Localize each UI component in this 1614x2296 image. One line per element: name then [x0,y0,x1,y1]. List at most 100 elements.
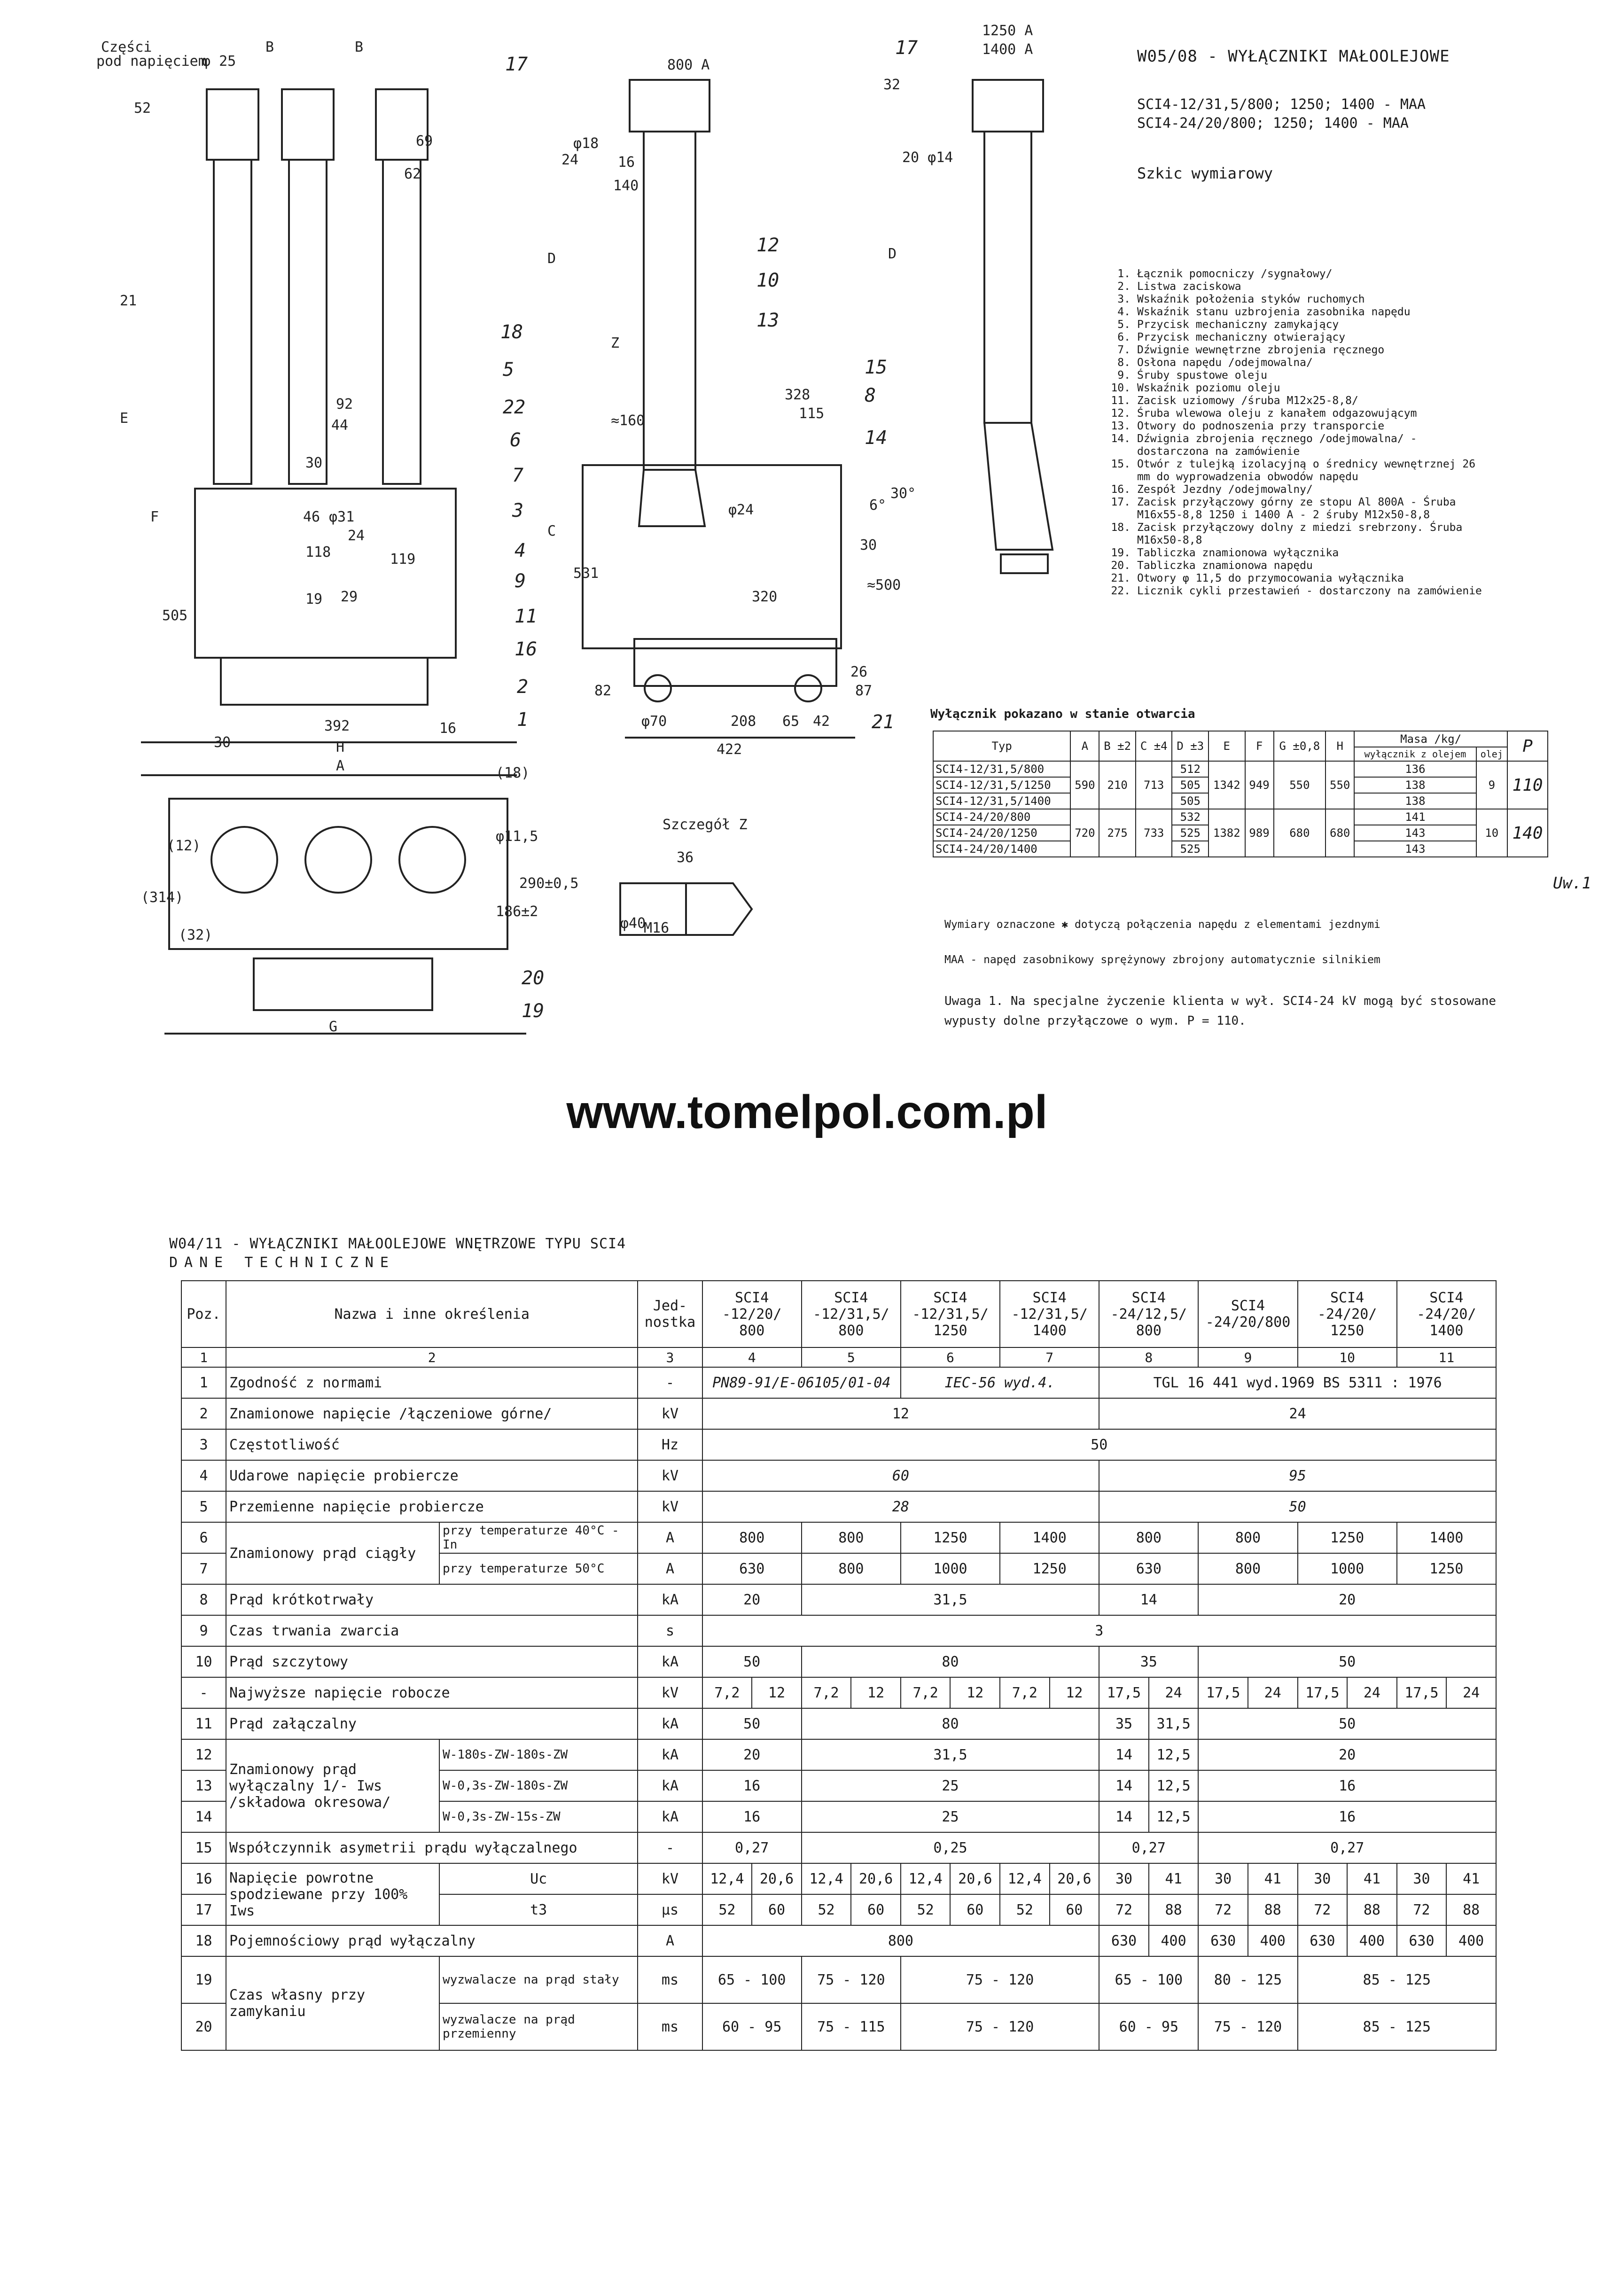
poz: 7 [180,1553,227,1585]
label-1400A: 1400 A [982,41,1033,58]
value: 52 [999,1894,1050,1926]
legend-item-number: 3. [1117,293,1131,305]
typ-cell: SCI4-24/20/1400 [932,841,1071,857]
label-d12: (12) [167,838,201,854]
value: 12,4 [801,1863,852,1895]
unit: - [637,1367,703,1399]
value: 0,27 [1099,1832,1199,1864]
cell-F: 949 [1244,761,1274,809]
label-d30c: 30° [890,485,916,502]
value: 7,2 [801,1677,852,1709]
legend-item-text: Otwory φ 11,5 do przymocowania wyłącznik… [1137,572,1404,584]
row-name: Współczynnik asymetrii prądu wyłączalneg… [226,1832,639,1864]
label-phi31: φ31 [329,509,354,525]
value: 65 - 100 [1099,1956,1199,2004]
note-ref: Uw.1 [1553,874,1591,893]
label-d30d: 30 [860,537,877,553]
row-subname: przy temperaturze 40°C - In [439,1522,639,1554]
value: 80 [801,1708,1100,1740]
value: 800 [801,1522,901,1554]
legend-item-number: 15. [1111,458,1131,470]
label-d140: 140 [613,178,639,194]
value: 41 [1247,1863,1298,1895]
poz: - [180,1677,227,1709]
value: 50 [1198,1646,1497,1678]
value: 12,4 [702,1863,753,1895]
value: 630 [1099,1553,1199,1585]
unit: A [637,1522,703,1554]
header-P: P [1507,731,1548,762]
row-name: Najwyższe napięcie robocze [226,1677,639,1709]
legend-item-text: Licznik cykli przestawień - dostarczony … [1137,585,1482,597]
legend-item-text: Zacisk przyłączowy górny ze stopu Al 800… [1137,496,1456,521]
poz: 10 [180,1646,227,1678]
value: 60 [950,1894,1001,1926]
value: 400 [1247,1925,1298,1957]
value: 50 [1099,1491,1497,1523]
col-number: 2 [226,1347,639,1368]
value: 95 [1099,1460,1497,1492]
value: 16 [702,1801,802,1833]
label-d32b: 32 [883,77,900,93]
value: 12 [1049,1677,1100,1709]
value: 75 - 115 [801,2003,901,2051]
value: 800 [702,1925,1100,1957]
legend-item: 6.Przycisk mechaniczny otwierający [1109,331,1494,344]
value: 80 [801,1646,1100,1678]
label-H: H [336,739,344,755]
value: 12 [950,1677,1001,1709]
value: 12,4 [999,1863,1050,1895]
label-szczegol: Szczegół Z [663,817,748,833]
note-dimensions: Wymiary oznaczone ✱ dotyczą połączenia n… [944,918,1380,931]
legend-item: 22.Licznik cykli przestawień - dostarczo… [1109,585,1494,598]
legend-item-text: Wskaźnik poziomu oleju [1137,382,1280,394]
label-d115: 115 [799,405,824,422]
value: 72 [1396,1894,1447,1926]
value: 3 [702,1615,1497,1647]
value: 24 [1446,1677,1497,1709]
value: 20 [1198,1584,1497,1616]
label-B1: B [265,39,274,55]
value: 20,6 [950,1863,1001,1895]
value: 52 [702,1894,753,1926]
row-name: Znamionowy prąd wyłączalny 1/- Iws /skła… [226,1739,440,1833]
header-type: SCI4 -12/20/ 800 [702,1280,802,1348]
legend-item: 8.Osłona napędu /odejmowalna/ [1109,357,1494,369]
row-subname: wyzwalacze na prąd przemienny [439,2003,639,2051]
legend-item: 18.Zacisk przyłączowy dolny z miedzi sre… [1109,521,1494,547]
poz: 5 [180,1491,227,1523]
cell-D: 525 [1171,841,1209,857]
callout: 3 [512,500,523,521]
unit: kV [637,1677,703,1709]
value: 16 [1198,1770,1497,1802]
website-link[interactable]: www.tomelpol.com.pl [566,1086,1048,1138]
callout: 4 [515,540,526,561]
header-masa: Masa /kg/ [1354,731,1508,747]
row-subname: W-0,3s-ZW-180s-ZW [439,1770,639,1802]
row-name: Prąd załączalny [226,1708,639,1740]
label-phi70: φ70 [641,713,667,730]
legend-item: 16.Zespół Jezdny /odejmowalny/ [1109,483,1494,496]
cell-C: 733 [1135,809,1173,857]
legend-item-number: 21. [1111,572,1131,584]
legend-item-text: Otwór z tulejką izolacyjną o średnicy we… [1137,458,1476,483]
value: 30 [1099,1863,1149,1895]
legend-item-number: 7. [1117,344,1131,356]
row-subname: W-180s-ZW-180s-ZW [439,1739,639,1771]
label-d505: 505 [162,607,187,624]
value: 52 [801,1894,852,1926]
label-d186: 186±2 [496,903,538,920]
unit: kV [637,1863,703,1895]
value: 400 [1446,1925,1497,1957]
sketch-label: Szkic wymiarowy [1137,164,1273,182]
cell-F: 989 [1244,809,1274,857]
unit: kA [637,1584,703,1616]
row-name: Przemienne napięcie probiercze [226,1491,639,1523]
legend-item: 5.Przycisk mechaniczny zamykający [1109,319,1494,331]
value: 80 - 125 [1198,1956,1298,2004]
row-name: Napięcie powrotne spodziewane przy 100% … [226,1863,440,1926]
legend-item: 17.Zacisk przyłączowy górny ze stopu Al … [1109,496,1494,521]
value: 12 [702,1398,1100,1430]
poz: 13 [180,1770,227,1802]
value: 50 [702,1646,802,1678]
